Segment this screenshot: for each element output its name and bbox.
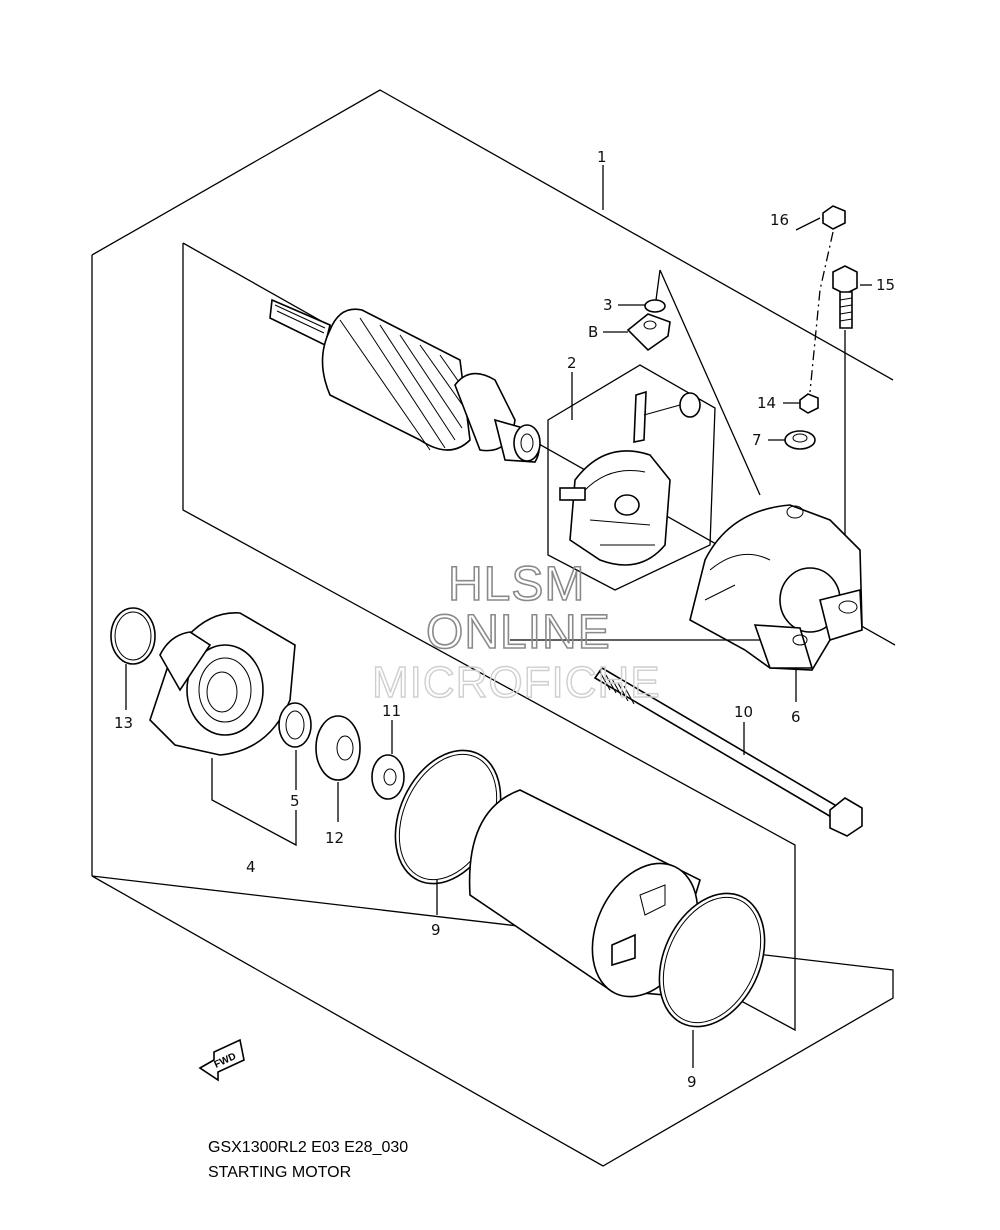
watermark-hlsm: HLSM	[448, 558, 585, 611]
watermark-online: ONLINE	[426, 606, 611, 659]
bolt-15	[832, 265, 858, 329]
diagram-code: GSX1300RL2 E03 E28_030	[208, 1139, 408, 1156]
label-9-rear: 9	[687, 1073, 697, 1091]
oil-seal-5	[278, 702, 312, 748]
label-4: 4	[246, 858, 256, 876]
label-13: 13	[114, 714, 133, 732]
label-9-front: 9	[431, 921, 441, 939]
brush-holder	[559, 390, 701, 566]
label-15: 15	[876, 276, 895, 294]
fwd-arrow-icon: FWD	[198, 1038, 245, 1082]
label-6: 6	[791, 708, 801, 726]
label-2: 2	[567, 354, 577, 372]
diagram-title: STARTING MOTOR	[208, 1164, 351, 1181]
label-14: 14	[757, 394, 776, 412]
label-3: 3	[603, 296, 613, 314]
label-1: 1	[597, 148, 607, 166]
washer-11	[371, 754, 405, 800]
label-11: 11	[382, 702, 401, 720]
o-ring-13	[110, 607, 156, 665]
brush-holder-box	[547, 364, 716, 591]
label-10: 10	[734, 703, 753, 721]
label-5: 5	[290, 792, 300, 810]
watermark-microfiche: MICROFICHE	[372, 658, 661, 707]
leader-lines	[125, 165, 872, 1068]
o-ring-9-rear	[658, 892, 766, 1028]
assembly-outline	[91, 89, 894, 1167]
washer-3	[644, 299, 666, 313]
end-cover	[689, 504, 863, 671]
nut-14	[799, 393, 819, 414]
through-bolt-10	[593, 666, 863, 837]
label-7: 7	[752, 431, 762, 449]
plate-b	[626, 313, 671, 352]
label-16: 16	[770, 211, 789, 229]
nut-16	[822, 205, 846, 230]
front-cover	[149, 612, 296, 756]
label-12: 12	[325, 829, 344, 847]
armature	[269, 298, 541, 463]
washer-12	[315, 715, 361, 781]
label-b: B	[588, 323, 598, 341]
